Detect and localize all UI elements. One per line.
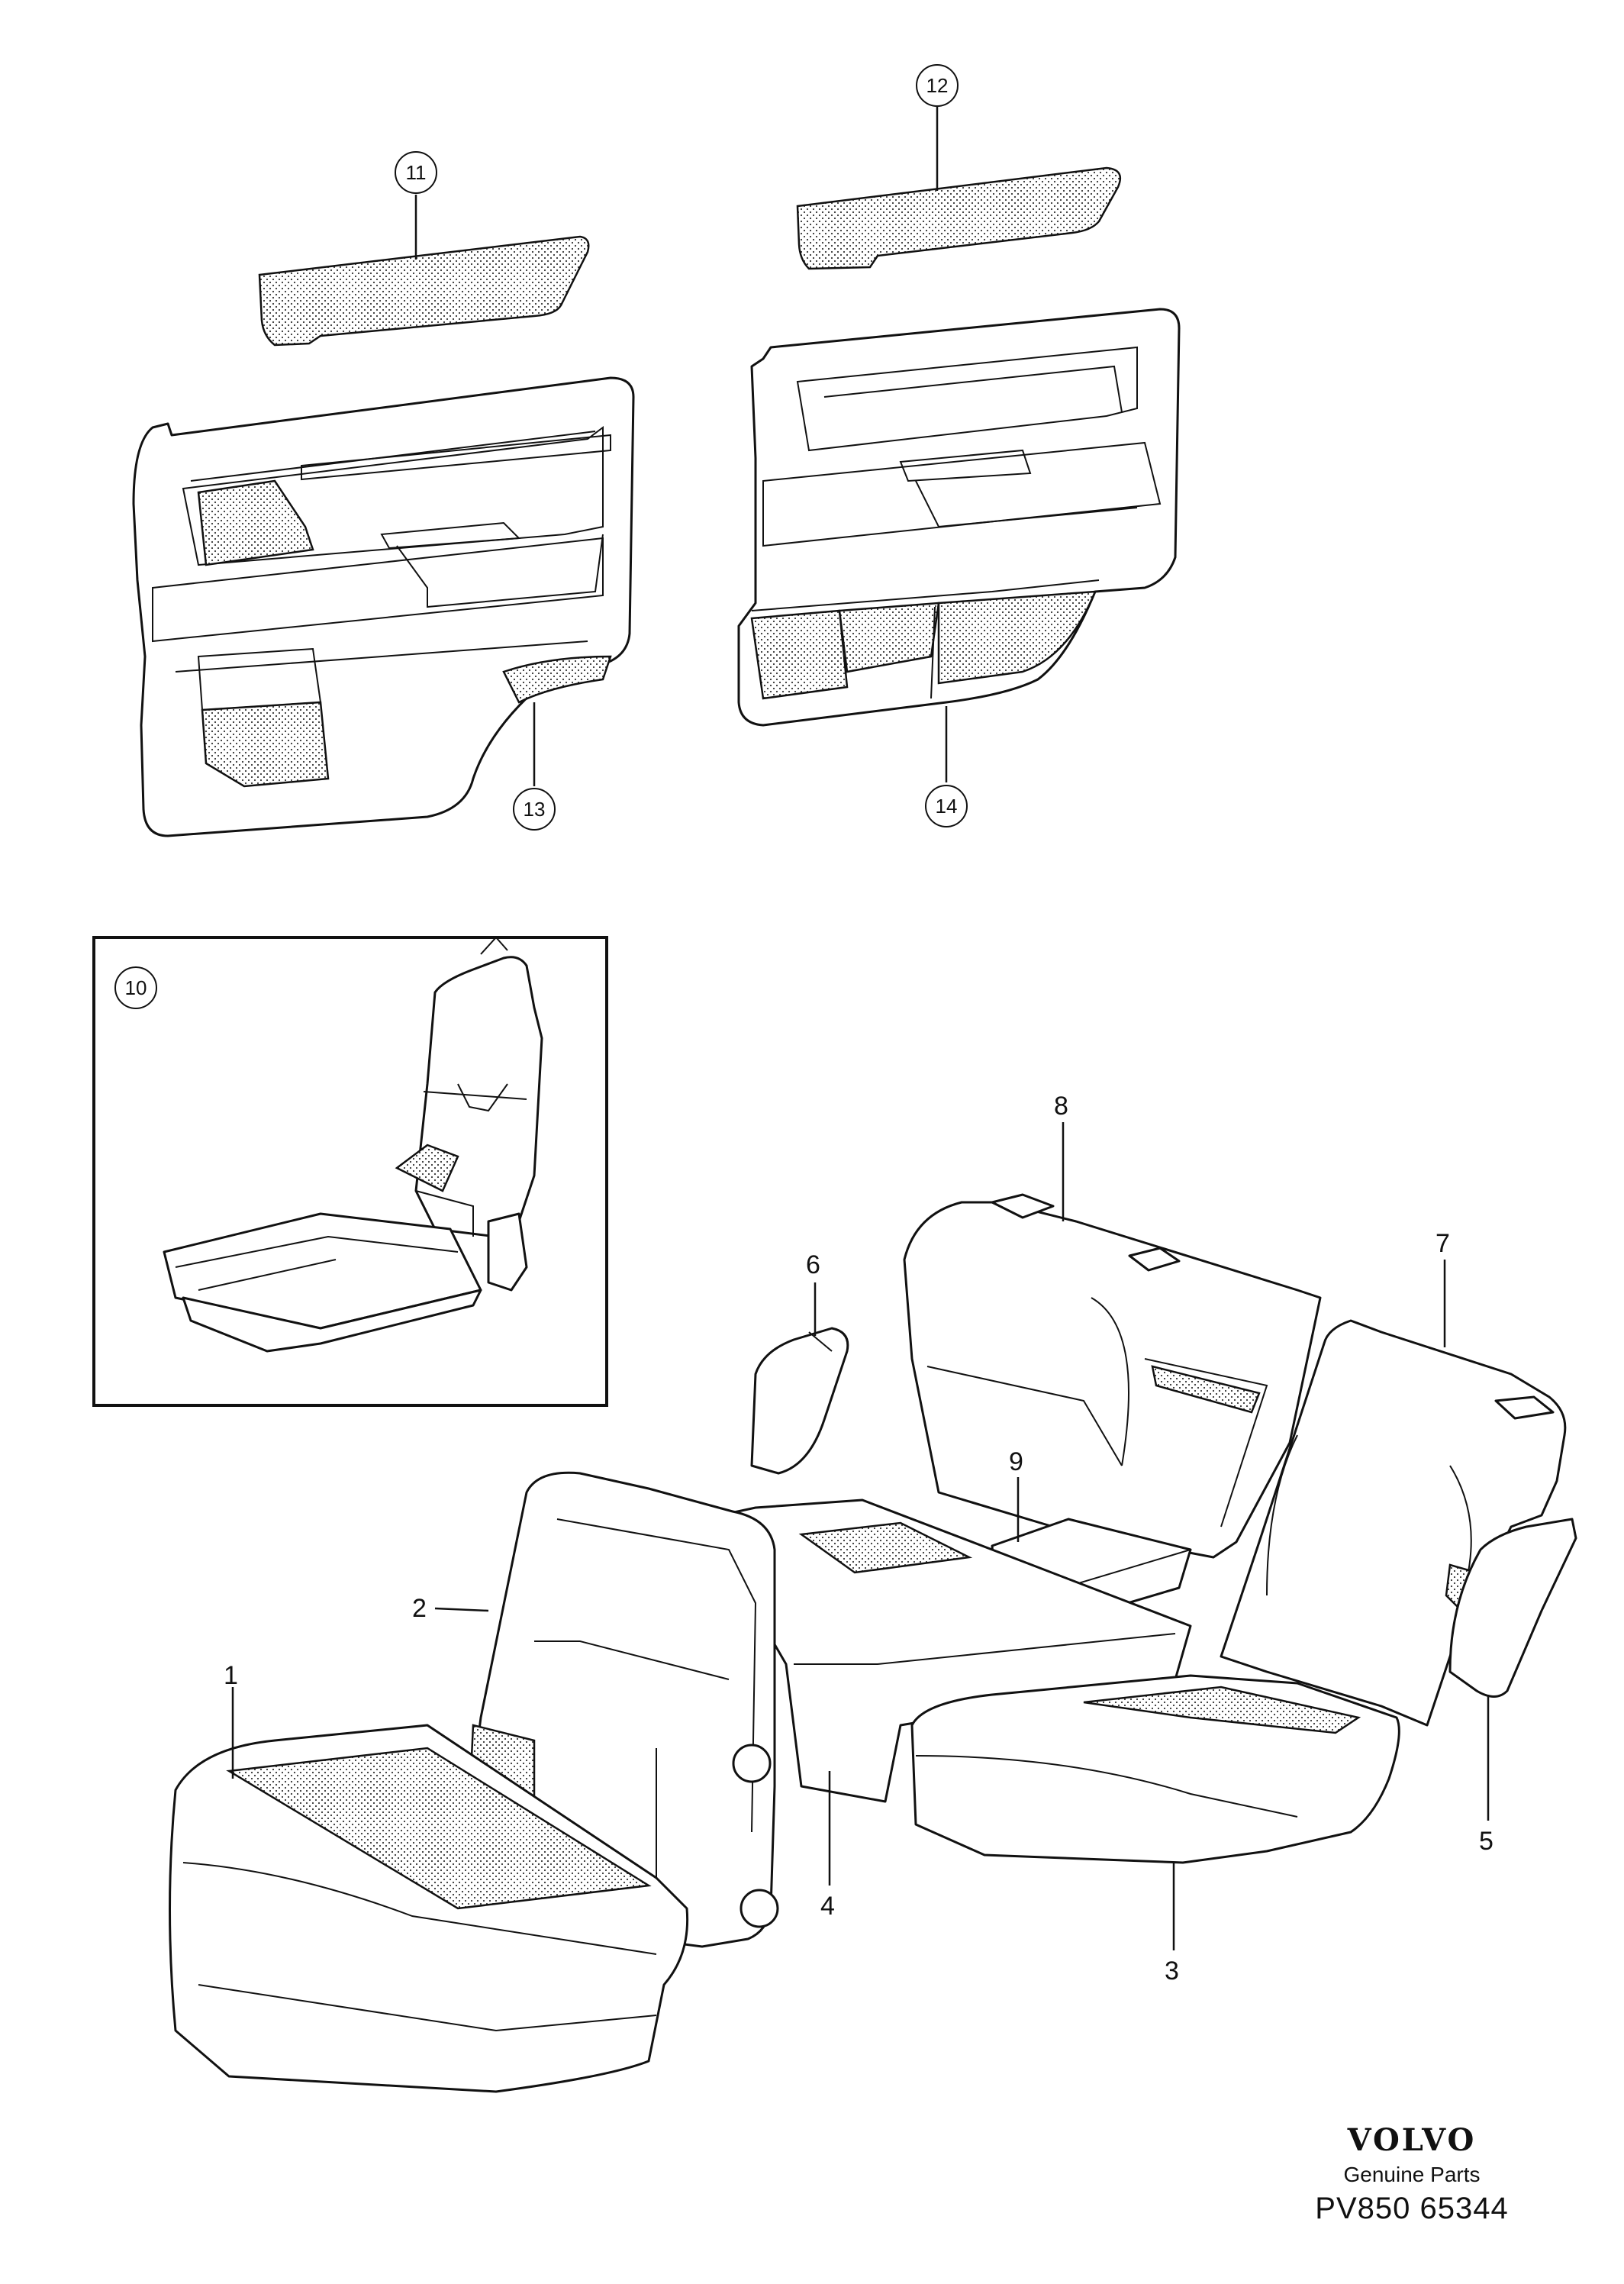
callout-11: 11 xyxy=(395,151,437,194)
rear-backrest xyxy=(903,1122,1322,1559)
door-panel-right xyxy=(737,308,1181,782)
callout-12: 12 xyxy=(916,64,959,107)
callout-2: 2 xyxy=(412,1594,427,1623)
side-bolster-right xyxy=(1448,1518,1577,1821)
callout-1: 1 xyxy=(224,1661,238,1690)
callout-9: 9 xyxy=(1009,1447,1023,1476)
callout-8: 8 xyxy=(1054,1092,1068,1121)
brand-block: VOLVO Genuine Parts PV850 65344 xyxy=(1313,2122,1511,2226)
front-seat-cushion xyxy=(169,1687,689,2093)
callout-6: 6 xyxy=(806,1250,820,1279)
callout-5: 5 xyxy=(1479,1827,1494,1856)
callout-7: 7 xyxy=(1436,1229,1450,1258)
callout-10: 10 xyxy=(114,966,157,1009)
rear-seat-cushion-right xyxy=(910,1674,1400,1950)
callout-3: 3 xyxy=(1165,1957,1179,1986)
inset-folding-seat xyxy=(92,936,608,1407)
callout-13: 13 xyxy=(513,788,556,831)
armrest-pad-left xyxy=(258,195,590,347)
callout-14: 14 xyxy=(925,785,968,827)
brand-subtitle: Genuine Parts xyxy=(1343,2163,1481,2186)
door-panel-left xyxy=(132,376,635,837)
diagram-code: PV850 65344 xyxy=(1315,2192,1509,2225)
volvo-logo: VOLVO xyxy=(1347,2122,1477,2158)
callout-4: 4 xyxy=(820,1892,835,1921)
side-bolster-left xyxy=(750,1282,849,1475)
armrest-pad-right xyxy=(796,107,1122,270)
